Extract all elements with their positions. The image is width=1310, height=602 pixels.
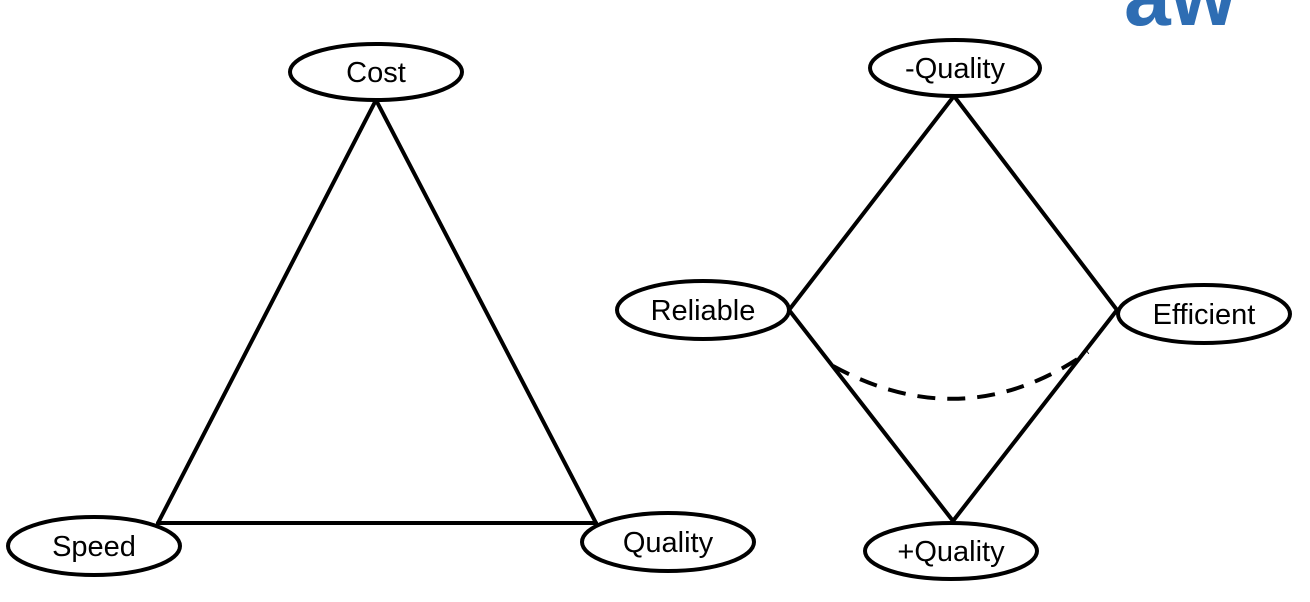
- node-label: Efficient: [1153, 299, 1256, 331]
- node-positive-quality: +Quality: [863, 521, 1039, 581]
- node-efficient: Efficient: [1116, 283, 1292, 345]
- node-label: Quality: [623, 527, 714, 559]
- diamond-diagram: -Quality Reliable Efficient +Quality: [615, 38, 1292, 581]
- edge-reliable-posquality: [787, 308, 955, 523]
- edge-cost-quality: [374, 98, 598, 525]
- node-negative-quality: -Quality: [868, 38, 1042, 98]
- node-label: Speed: [52, 531, 136, 563]
- tradeoff-curve: [832, 350, 1090, 401]
- node-label: Reliable: [651, 295, 756, 327]
- node-reliable: Reliable: [615, 279, 791, 341]
- node-quality: Quality: [580, 511, 756, 573]
- edge-negquality-efficient: [952, 94, 1119, 312]
- edge-cost-speed: [156, 98, 378, 525]
- logo: aw: [1124, 0, 1237, 43]
- node-label: -Quality: [905, 53, 1005, 85]
- edge-negquality-reliable: [787, 94, 956, 312]
- node-label: +Quality: [897, 536, 1005, 568]
- node-speed: Speed: [6, 515, 182, 577]
- node-cost: Cost: [288, 42, 464, 102]
- triangle-diagram: Cost Speed Quality: [6, 42, 756, 577]
- edge-efficient-posquality: [951, 308, 1119, 523]
- node-label: Cost: [346, 57, 406, 89]
